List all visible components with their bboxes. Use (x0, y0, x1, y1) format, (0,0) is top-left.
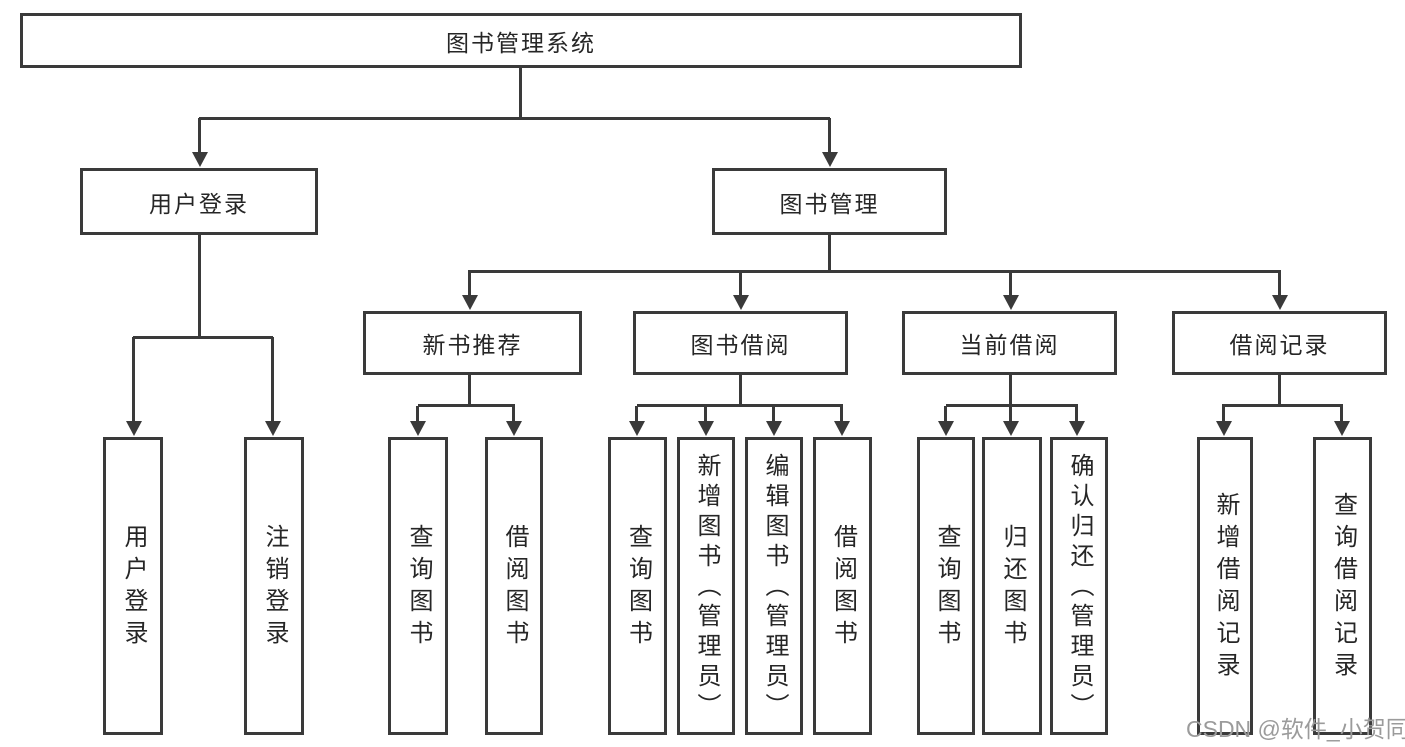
arrow-to-leaf-confirm-return (1075, 406, 1078, 421)
connector-level3-branch (468, 270, 1281, 273)
arrow-to-leaf-query-books-3 (944, 406, 947, 421)
arrow-to-leaf-query-record (1340, 406, 1343, 421)
connector-current-branch (946, 404, 1078, 407)
connector-new-book-branch (418, 404, 515, 407)
connector-book-mgmt-stem (828, 235, 831, 272)
arrow-to-leaf-query-books-1 (416, 406, 419, 421)
leaf-borrow-books-1: 借阅图书 (485, 437, 543, 735)
node-book-borrowing: 图书借阅 (633, 311, 848, 375)
node-book-management: 图书管理 (712, 168, 947, 235)
arrow-to-leaf-add-record (1222, 406, 1225, 421)
arrow-to-leaf-user-login (132, 337, 135, 421)
arrow-to-leaf-return-books (1009, 406, 1012, 421)
connector-new-book-stem (468, 375, 471, 406)
leaf-borrow-books-2: 借阅图书 (813, 437, 872, 735)
leaf-edit-books-admin: 编辑图书︵管理员︶ (745, 437, 803, 735)
arrow-to-new-book-recommend (468, 272, 471, 295)
arrow-to-leaf-add-books (704, 406, 707, 421)
arrow-to-book-borrowing (739, 272, 742, 295)
connector-user-login-branch (133, 336, 273, 339)
arrow-to-leaf-borrow-books-1 (512, 406, 515, 421)
node-borrowing-records: 借阅记录 (1172, 311, 1387, 375)
leaf-user-login: 用户登录 (103, 437, 163, 735)
arrow-to-current-borrowing (1009, 272, 1012, 295)
leaf-return-books: 归还图书 (982, 437, 1042, 735)
connector-current-stem (1009, 375, 1012, 406)
leaf-query-books-1: 查询图书 (388, 437, 448, 735)
node-library-system: 图书管理系统 (20, 13, 1022, 68)
leaf-query-books-2: 查询图书 (608, 437, 667, 735)
connector-records-stem (1278, 375, 1281, 406)
node-user-login: 用户登录 (80, 168, 318, 235)
csdn-watermark: CSDN @软件_小贺同学 (1186, 716, 1405, 742)
arrow-to-leaf-logout (271, 337, 274, 421)
leaf-query-books-3: 查询图书 (917, 437, 975, 735)
leaf-add-borrow-record: 新增借阅记录 (1197, 437, 1253, 735)
connector-level2-branch (199, 117, 830, 120)
arrow-to-leaf-query-books-2 (635, 406, 638, 421)
connector-borrow-stem (739, 375, 742, 406)
node-current-borrowing: 当前借阅 (902, 311, 1117, 375)
arrow-to-leaf-borrow-books-2 (840, 406, 843, 421)
leaf-query-borrow-record: 查询借阅记录 (1313, 437, 1372, 735)
node-new-book-recommend: 新书推荐 (363, 311, 582, 375)
leaf-confirm-return-admin: 确认归还︵管理员︶ (1050, 437, 1108, 735)
connector-records-branch (1222, 404, 1343, 407)
connector-user-login-stem (198, 235, 201, 337)
arrow-to-borrowing-records (1278, 272, 1281, 295)
arrow-to-book-management (828, 118, 831, 152)
leaf-add-books-admin: 新增图书︵管理员︶ (677, 437, 735, 735)
connector-root-stem (519, 68, 522, 118)
arrow-to-leaf-edit-books (772, 406, 775, 421)
arrow-to-user-login (198, 118, 201, 152)
leaf-logout: 注销登录 (244, 437, 304, 735)
connector-borrow-branch (637, 404, 843, 407)
